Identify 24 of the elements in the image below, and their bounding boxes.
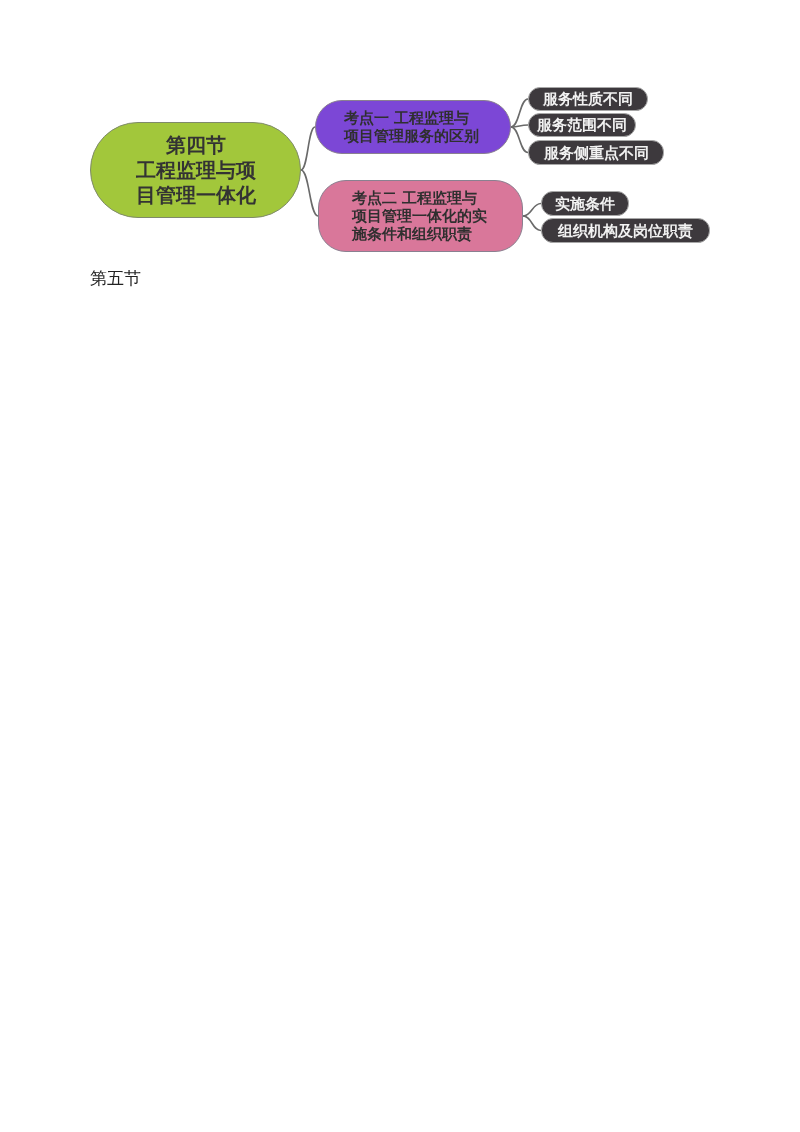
section-heading-text: 第五节 [90, 268, 141, 290]
topic-text: 组织机构及岗位职责 [558, 221, 693, 240]
topic-text: 服务侧重点不同 [543, 143, 649, 162]
connector-line [300, 126, 316, 171]
subtopic-bubble [318, 180, 523, 252]
leaf-topic-pill [528, 113, 636, 137]
topic-text: 实施条件 [555, 194, 615, 213]
leaf-topic-pill [541, 191, 629, 216]
topic-text: 服务性质不同 [543, 90, 633, 108]
topic-text: 服务范围不同 [537, 116, 627, 134]
topic-text: 考点二 工程监理与项目管理一体化的实施条件和组织职责 [351, 189, 488, 243]
connector-line [300, 169, 319, 217]
connector-line [510, 126, 529, 154]
connector-line [510, 98, 529, 128]
leaf-topic-pill [528, 87, 648, 111]
leaf-topic-pill [528, 140, 664, 165]
topic-text: 工程监理与项目管理一体化 [134, 157, 257, 208]
section-heading: 第四节 [164, 132, 227, 158]
subtopic-bubble [315, 100, 511, 154]
connector-line [522, 202, 542, 217]
connector-line [522, 215, 542, 232]
topic-text: 考点一 工程监理与项目管理服务的区别 [344, 109, 480, 145]
leaf-topic-pill [541, 218, 710, 243]
connector-line [510, 124, 529, 128]
